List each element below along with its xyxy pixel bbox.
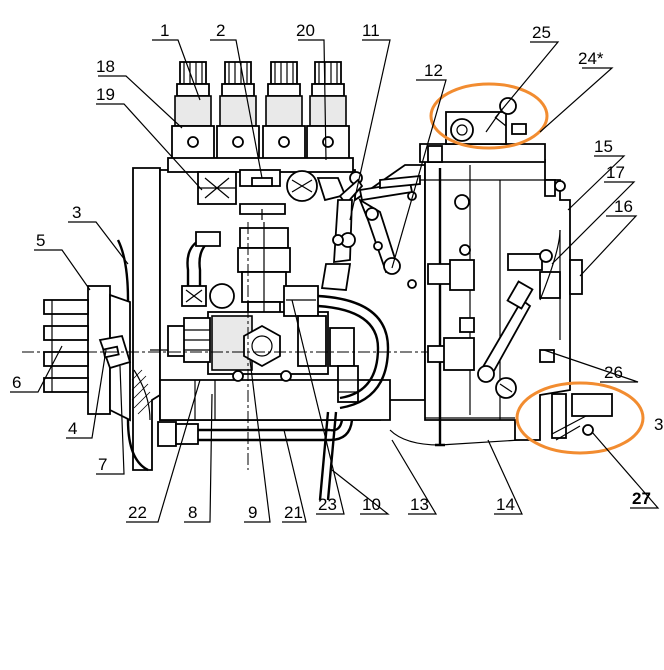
stop-device (551, 393, 613, 441)
label-6: 6 (12, 373, 21, 392)
label-8: 8 (188, 503, 197, 522)
valve-holder-1 (171, 61, 215, 161)
callout-labels: 1 2 20 11 25 24* 18 12 19 15 17 16 3 5 6… (12, 21, 663, 522)
label-24: 24* (578, 49, 604, 68)
label-2: 2 (216, 21, 225, 40)
priming-pump (237, 222, 291, 316)
label-26: 26 (604, 363, 623, 382)
label-25: 25 (532, 23, 551, 42)
label-1: 1 (160, 21, 169, 40)
label-20: 20 (296, 21, 315, 40)
label-10: 10 (362, 495, 381, 514)
label-16: 16 (614, 197, 633, 216)
label-4: 4 (68, 419, 77, 438)
regulator-internals (427, 194, 583, 399)
label-7: 7 (98, 455, 107, 474)
label-5: 5 (36, 231, 45, 250)
highlight-ellipse-bottom (515, 381, 645, 455)
label-27: 27 (632, 489, 651, 508)
label-3: 3 (72, 203, 81, 222)
flange-hatching (131, 369, 153, 415)
control-linkage (320, 171, 421, 291)
valve-holder-4 (306, 61, 350, 161)
label-22: 22 (128, 503, 147, 522)
label-9: 9 (248, 503, 257, 522)
label-13: 13 (410, 495, 429, 514)
label-12: 12 (424, 61, 443, 80)
label-11: 11 (362, 21, 380, 40)
label-18: 18 (96, 57, 115, 76)
label-15: 15 (594, 137, 613, 156)
valve-holder-2 (216, 61, 260, 161)
label-17: 17 (606, 163, 625, 182)
label-23: 23 (318, 495, 337, 514)
leader-lines (10, 39, 660, 523)
fittings (197, 169, 347, 220)
regulator-top-cover (419, 97, 566, 192)
left-pipes (150, 231, 354, 447)
valve-holder-3 (262, 61, 306, 161)
label-21: 21 (284, 503, 303, 522)
overflow-pipe (317, 294, 390, 501)
label-3-right: 3 (654, 415, 663, 434)
label-14: 14 (496, 495, 515, 514)
label-19: 19 (96, 85, 115, 104)
highlight-ellipse-top (429, 82, 549, 150)
transfer-pump (207, 285, 359, 403)
drive-flange (43, 285, 153, 422)
